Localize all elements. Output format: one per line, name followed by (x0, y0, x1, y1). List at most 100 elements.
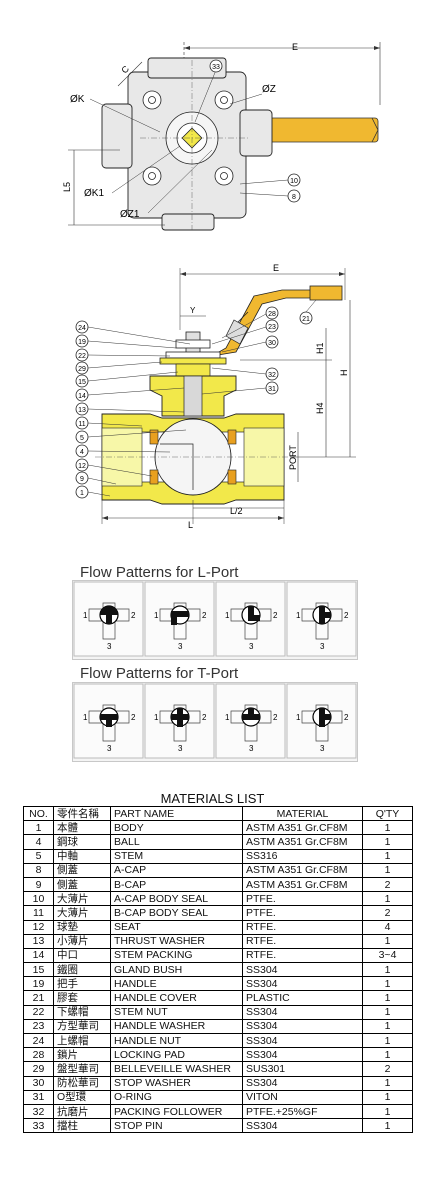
part-name-zh: 防松華司 (53, 1075, 111, 1091)
part-no: 14 (23, 947, 54, 964)
part-no: 9 (23, 876, 54, 893)
part-qty: 1 (362, 976, 413, 992)
flow-t-cell-2: 1 2 3 (144, 683, 215, 759)
svg-text:2: 2 (131, 713, 136, 722)
dim-l-half: L/2 (230, 506, 243, 516)
part-name-zh: 盤型華司 (53, 1061, 111, 1077)
part-material: ASTM A351 Gr.CF8M (242, 876, 363, 893)
part-qty: 1 (362, 1032, 413, 1049)
part-name-zh: 鐵圈 (53, 962, 111, 978)
part-name-zh: 把手 (53, 976, 111, 992)
callouts-right: 28 23 30 32 31 21 (201, 299, 317, 395)
part-qty: 1 (362, 848, 413, 864)
part-qty: 1 (362, 933, 413, 949)
flow-l-strip: 1 2 3 1 2 3 1 2 3 (72, 580, 358, 660)
part-name-zh: 中軸 (53, 848, 111, 864)
part-material: SS304 (242, 976, 363, 992)
dim-y: Y (190, 306, 196, 315)
part-material: SS304 (242, 1018, 363, 1035)
svg-text:30: 30 (268, 340, 276, 347)
part-no: 23 (23, 1018, 54, 1035)
part-material: SS316 (242, 848, 363, 864)
part-material: VITON (242, 1089, 363, 1105)
part-qty: 1 (362, 1075, 413, 1091)
part-name-zh: 鋼球 (53, 834, 111, 850)
materials-title: MATERIALS LIST (160, 791, 265, 806)
part-material: SS304 (242, 1004, 363, 1020)
svg-text:21: 21 (302, 316, 310, 323)
part-no: 11 (23, 905, 54, 921)
svg-text:3: 3 (107, 744, 112, 753)
part-qty: 1 (362, 962, 413, 978)
technical-drawing: E C ØK (62, 42, 381, 530)
svg-text:11: 11 (78, 421, 85, 428)
part-name: A-CAP (110, 862, 243, 878)
svg-text:2: 2 (202, 713, 207, 722)
bolt-bosses (142, 90, 234, 186)
flow-l-cell-4: 1 2 3 (286, 581, 357, 657)
part-qty: 2 (362, 1061, 413, 1077)
part-name: HANDLE (110, 976, 243, 992)
part-name: STEM PACKING (110, 947, 243, 964)
svg-text:3: 3 (107, 642, 112, 651)
svg-text:29: 29 (78, 366, 86, 373)
svg-text:1: 1 (296, 713, 301, 722)
svg-text:28: 28 (268, 311, 276, 318)
part-name: STOP PIN (110, 1118, 243, 1134)
part-name: HANDLE NUT (110, 1032, 243, 1049)
part-name: PACKING FOLLOWER (110, 1103, 243, 1120)
svg-text:1: 1 (296, 611, 301, 620)
svg-text:13: 13 (78, 407, 86, 414)
svg-text:2: 2 (131, 611, 136, 620)
part-name-zh: 側蓋 (53, 862, 111, 878)
part-no: 10 (23, 891, 54, 907)
part-name-zh: 抗磨片 (53, 1103, 111, 1120)
dim-port: PORT (288, 445, 298, 470)
dim-h4: H4 (315, 402, 325, 414)
part-no: 19 (23, 976, 54, 992)
part-no: 12 (23, 919, 54, 935)
flow-t-cell-4: 1 2 3 (286, 683, 357, 759)
svg-text:1: 1 (154, 611, 159, 620)
callouts-left: 24 19 22 29 15 14 13 11 5 4 12 9 1 (75, 320, 191, 499)
part-no: 28 (23, 1047, 54, 1063)
header-name-zh: 零件名稱 (53, 805, 111, 822)
part-no: 30 (23, 1075, 54, 1091)
part-no: 22 (23, 1004, 54, 1020)
svg-text:1: 1 (83, 713, 88, 722)
part-qty: 1 (362, 1103, 413, 1120)
part-no: 4 (23, 834, 54, 850)
svg-text:10: 10 (290, 178, 298, 185)
svg-text:3: 3 (320, 642, 325, 651)
svg-text:1: 1 (83, 611, 88, 620)
part-qty: 1 (362, 1004, 413, 1020)
flow-l-cell-1: 1 2 3 (73, 581, 144, 657)
part-material: SS304 (242, 962, 363, 978)
callout-33: 33 (194, 59, 223, 123)
part-name: HANDLE WASHER (110, 1018, 243, 1035)
part-material: PTFE. (242, 891, 363, 907)
part-qty: 1 (362, 862, 413, 878)
part-qty: 2 (362, 905, 413, 921)
dim-e-top: E (292, 42, 298, 52)
part-no: 15 (23, 962, 54, 978)
svg-text:1: 1 (225, 713, 230, 722)
part-material: SS304 (242, 1075, 363, 1091)
part-material: SUS301 (242, 1061, 363, 1077)
dim-oz: ØZ (262, 84, 276, 95)
part-name: BELLEVEILLE WASHER (110, 1061, 243, 1077)
svg-text:23: 23 (268, 324, 276, 331)
dim-h1: H1 (315, 342, 325, 354)
